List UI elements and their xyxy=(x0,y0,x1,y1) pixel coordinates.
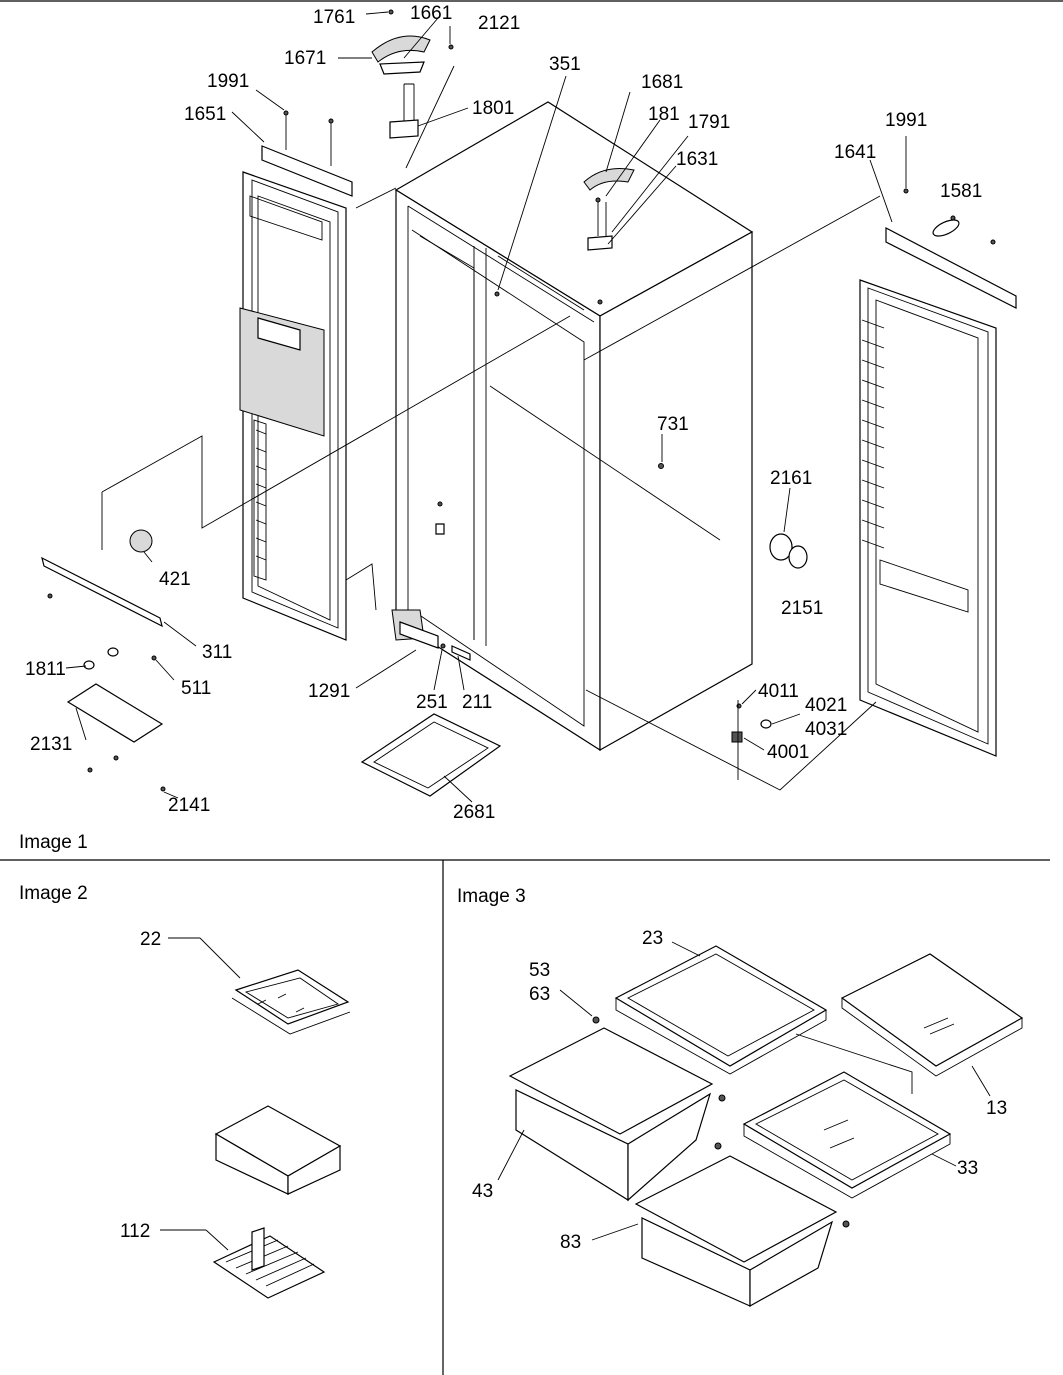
callout-2161: 2161 xyxy=(770,468,812,489)
callout-211: 211 xyxy=(462,692,492,713)
callout-2681: 2681 xyxy=(453,802,495,823)
callout-1801: 1801 xyxy=(472,98,514,119)
crisper-cover-33 xyxy=(742,1071,952,1199)
assembly-lines xyxy=(101,65,881,791)
fresh-food-door-bins xyxy=(861,319,885,549)
screw-left-trim xyxy=(328,118,334,124)
cap-2151 xyxy=(788,545,808,569)
callout-2151: 2151 xyxy=(781,598,823,619)
hinge-1661 xyxy=(379,61,425,75)
callout-1661: 1661 xyxy=(410,3,452,24)
panel-title-image1: Image 1 xyxy=(19,832,88,853)
image1-exploded-view xyxy=(41,9,1017,803)
pan-2681 xyxy=(360,713,502,797)
screw-1991-left xyxy=(283,110,289,116)
crisper-drawer-83 xyxy=(634,1155,838,1308)
hinge-bracket-1631 xyxy=(587,235,613,251)
hinge-bracket-1801 xyxy=(389,119,419,139)
door-top-trim-left xyxy=(261,145,353,197)
screw-2121 xyxy=(448,44,454,50)
callout-4001: 4001 xyxy=(767,742,809,763)
callout-731: 731 xyxy=(657,414,689,435)
hinge-cover-1671 xyxy=(371,35,431,63)
image2-freezer-shelves xyxy=(160,937,351,1299)
freezer-door-bins xyxy=(255,429,267,561)
callout-23: 23 xyxy=(642,928,663,949)
callout-63: 63 xyxy=(529,984,550,1005)
freezer-bin xyxy=(214,1105,342,1195)
callout-2131: 2131 xyxy=(30,734,72,755)
bracket-211 xyxy=(451,645,471,661)
callout-4011: 4011 xyxy=(758,681,799,702)
callout-1581: 1581 xyxy=(940,181,982,202)
fresh-food-door xyxy=(859,279,997,757)
callout-1641: 1641 xyxy=(834,142,876,163)
crisper-cover-23 xyxy=(614,945,828,1075)
light-bulb-421 xyxy=(129,529,153,553)
plate-2131 xyxy=(66,683,164,743)
callouts-image3: 23 53 63 13 43 33 83 xyxy=(472,928,1007,1253)
door-top-trim-right xyxy=(885,227,1017,309)
freezer-shelf-22 xyxy=(231,969,351,1035)
callout-511: 511 xyxy=(181,678,211,699)
callout-2121: 2121 xyxy=(478,13,520,34)
callouts-image2: 22 112 xyxy=(120,929,161,1242)
callout-351: 351 xyxy=(549,54,581,75)
callout-1761: 1761 xyxy=(313,7,355,28)
callout-251: 251 xyxy=(416,692,448,713)
callout-43: 43 xyxy=(472,1181,493,1202)
callout-1671: 1671 xyxy=(284,48,326,69)
wire-basket-112 xyxy=(212,1227,326,1299)
cabinet xyxy=(391,101,754,752)
callout-1631: 1631 xyxy=(676,149,718,170)
cap-1581 xyxy=(932,219,960,237)
callout-1991-left: 1991 xyxy=(207,71,249,92)
freezer-door xyxy=(239,171,347,641)
bracket-311 xyxy=(41,556,163,628)
callout-1651: 1651 xyxy=(184,104,226,125)
callout-112: 112 xyxy=(120,1221,150,1242)
callouts-image1: 1761 1661 2121 1671 1991 1651 1801 351 1… xyxy=(25,3,982,823)
callout-1811: 1811 xyxy=(25,659,66,680)
bracket-1291 xyxy=(399,621,439,649)
callout-1681: 1681 xyxy=(641,72,683,93)
callout-181: 181 xyxy=(648,104,680,125)
callout-2141: 2141 xyxy=(168,795,210,816)
callout-1991-right: 1991 xyxy=(885,110,927,131)
callout-421: 421 xyxy=(159,569,191,590)
washer-1811 xyxy=(83,660,95,670)
callout-13: 13 xyxy=(986,1098,1007,1119)
crisper-drawer-43 xyxy=(508,1027,714,1202)
image3-crisper-drawers xyxy=(497,941,1024,1308)
callout-22: 22 xyxy=(140,929,161,950)
callout-1791: 1791 xyxy=(688,112,730,133)
callout-1291: 1291 xyxy=(308,681,350,702)
glass-shelf-13 xyxy=(840,953,1024,1077)
callout-4021: 4021 xyxy=(805,695,847,716)
callout-leaders xyxy=(65,11,907,803)
callout-311: 311 xyxy=(202,642,232,663)
screw-1761 xyxy=(388,9,394,15)
callout-83: 83 xyxy=(560,1232,581,1253)
panel-title-image2: Image 2 xyxy=(19,883,88,904)
callout-53: 53 xyxy=(529,960,550,981)
callout-33: 33 xyxy=(957,1158,978,1179)
cap-2161 xyxy=(769,533,793,561)
callout-4031: 4031 xyxy=(805,719,847,740)
panel-title-image3: Image 3 xyxy=(457,886,526,907)
